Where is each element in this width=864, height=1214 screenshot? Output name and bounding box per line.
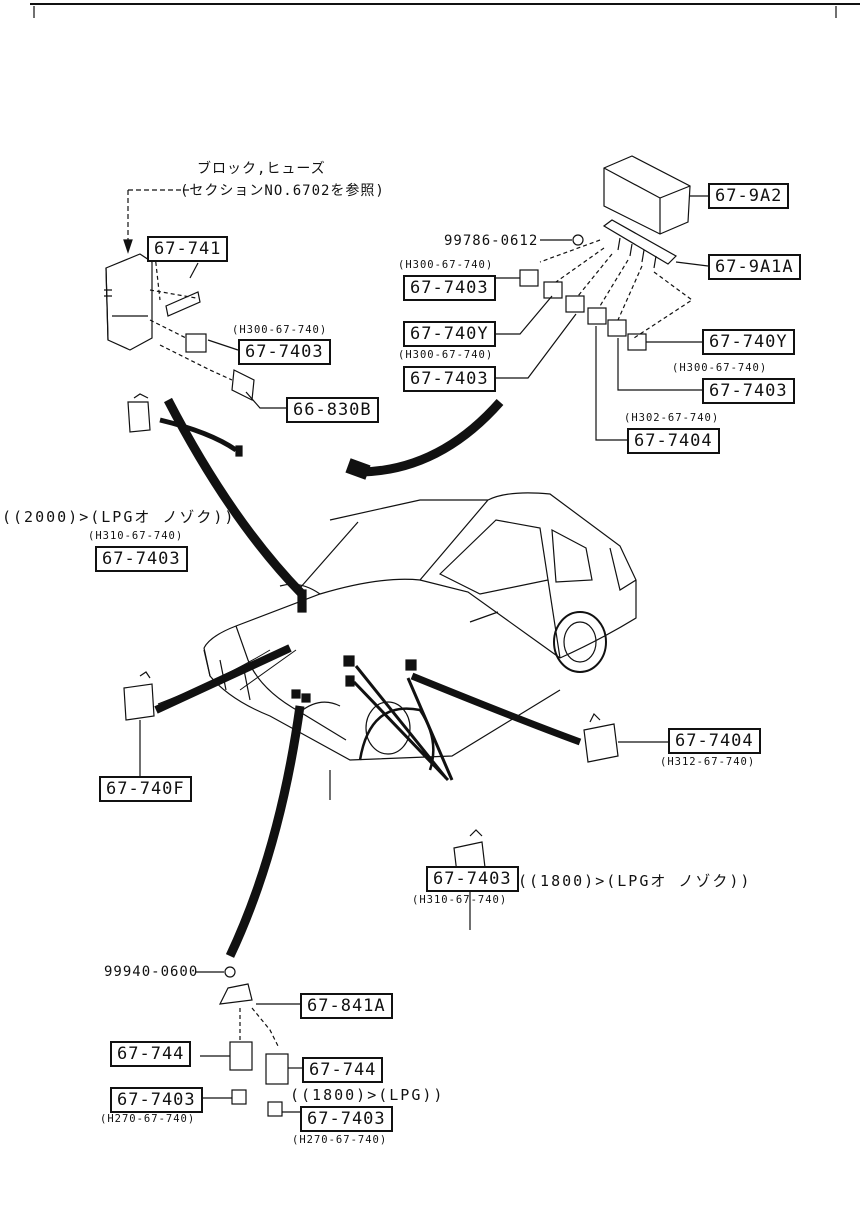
part-67-741[interactable]: 67-741: [147, 236, 229, 262]
subcode-h302: (H302-67-740): [624, 412, 720, 424]
fuse-block-body: [105, 253, 153, 351]
bolt-99786-0612: 99786-0612: [444, 233, 539, 249]
condition-1800-lpg: ((1800)>(LPG)): [290, 1086, 445, 1104]
part-66-830b[interactable]: 66-830B: [286, 397, 379, 423]
part-67-744-left[interactable]: 67-744: [110, 1041, 192, 1067]
part-67-7403-ml[interactable]: 67-7403: [95, 546, 188, 572]
subcode-h300-tr2: (H300-67-740): [398, 349, 494, 361]
part-67-740y-right[interactable]: 67-740Y: [702, 329, 795, 355]
subcode-h300-tr3: (H300-67-740): [672, 362, 768, 374]
part-67-7403-tl[interactable]: 67-7403: [238, 339, 331, 365]
part-67-9a1a[interactable]: 67-9A1A: [708, 254, 801, 280]
subcode-h300-tr1: (H300-67-740): [398, 259, 494, 271]
part-67-7404-mr[interactable]: 67-7404: [668, 728, 761, 754]
part-67-7404-tr[interactable]: 67-7404: [627, 428, 720, 454]
part-67-740f[interactable]: 67-740F: [99, 776, 192, 802]
subcode-h312: (H312-67-740): [660, 756, 756, 768]
part-67-740y-left[interactable]: 67-740Y: [403, 321, 496, 347]
part-67-841a[interactable]: 67-841A: [300, 993, 393, 1019]
fuse-block-note-line1: ブロック,ヒューズ: [197, 161, 326, 177]
part-67-7403-bl[interactable]: 67-7403: [110, 1087, 203, 1113]
nut-99940-0600: 99940-0600: [104, 964, 199, 980]
part-67-7403-br[interactable]: 67-7403: [300, 1106, 393, 1132]
part-67-7403-tr3[interactable]: 67-7403: [702, 378, 795, 404]
part-67-7403-tr1[interactable]: 67-7403: [403, 275, 496, 301]
part-67-7403-mc[interactable]: 67-7403: [426, 866, 519, 892]
subcode-h270-br: (H270-67-740): [292, 1134, 388, 1146]
fuse-cover-shape: [603, 155, 691, 235]
subcode-h310-ml: (H310-67-740): [88, 530, 184, 542]
part-67-744-right[interactable]: 67-744: [302, 1057, 384, 1083]
car-outline: [203, 492, 637, 800]
subcode-h270-bl: (H270-67-740): [100, 1113, 196, 1125]
condition-1800-lpg-excluded: ((1800)>(LPGオ ノゾク)): [518, 872, 752, 890]
subcode-h300-tl: (H300-67-740): [232, 324, 328, 336]
condition-2000-lpg-excluded: ((2000)>(LPGオ ノゾク)): [2, 508, 236, 526]
fuse-block-note-line2: (セクションNO.6702を参照): [180, 183, 385, 199]
subcode-h310-mc: (H310-67-740): [412, 894, 508, 906]
part-67-7403-tr2[interactable]: 67-7403: [403, 366, 496, 392]
part-67-9a2[interactable]: 67-9A2: [708, 183, 790, 209]
